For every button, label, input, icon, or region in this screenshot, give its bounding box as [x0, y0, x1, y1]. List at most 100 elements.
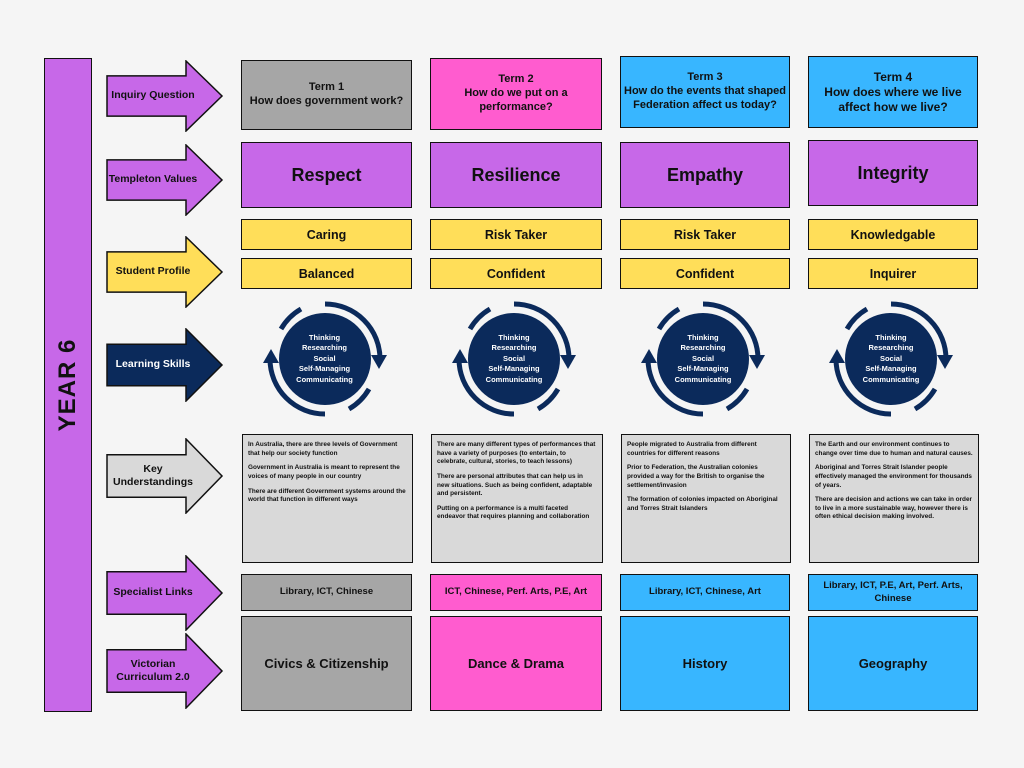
- skill-item: Researching: [680, 343, 726, 353]
- trait-bottom-term-1: Balanced: [241, 258, 412, 289]
- trait-top-term-4: Knowledgable: [808, 219, 978, 250]
- skill-item: Thinking: [498, 332, 530, 342]
- specialist-links-term-4: Library, ICT, P.E, Art, Perf. Arts, Chin…: [808, 574, 978, 611]
- cycle-arrows-icon: [641, 301, 765, 417]
- key-understanding-item: Putting on a performance is a multi face…: [437, 504, 590, 521]
- cycle-arrows-icon: [262, 301, 387, 417]
- skill-item: Thinking: [687, 332, 719, 342]
- arrow-shape: [106, 236, 224, 308]
- skill-item: Researching: [301, 343, 348, 353]
- row-arrow-inquiry: Inquiry Question: [106, 60, 224, 132]
- cycle-arrows-icon: [452, 301, 576, 417]
- term-title: Term 4: [873, 69, 913, 84]
- skill-item: Researching: [868, 343, 914, 353]
- arrow-shape: [106, 144, 224, 216]
- key-understandings-term-1: In Australia, there are three levels of …: [242, 434, 413, 563]
- row-label-key: Key Understandings: [113, 462, 193, 488]
- specialist-links-term-3: Library, ICT, Chinese, Art: [620, 574, 790, 611]
- curriculum-subject-term-1: Civics & Citizenship: [241, 616, 412, 711]
- specialist-links-term-1: Library, ICT, Chinese: [241, 574, 412, 611]
- row-arrow-skills: Learning Skills: [106, 328, 224, 402]
- trait-top-term-1: Caring: [241, 219, 412, 250]
- trait-bottom-term-4: Inquirer: [808, 258, 978, 289]
- inquiry-question: How do the events that shaped Federation…: [624, 85, 786, 111]
- inquiry-cell-term-4: Term 4 How does where we live affect how…: [808, 56, 978, 128]
- row-label-values: Templeton Values: [108, 173, 198, 186]
- key-understanding-item: There are personal attributes that can h…: [437, 472, 593, 498]
- year-banner: YEAR 6: [44, 58, 92, 712]
- curriculum-subject-term-3: History: [620, 616, 790, 711]
- value-cell-term-2: Resilience: [430, 142, 602, 208]
- skill-item: Self-Managing: [865, 364, 917, 374]
- row-label-profile: Student Profile: [115, 265, 191, 278]
- row-arrow-values: Templeton Values: [106, 144, 224, 216]
- skill-item: Communicating: [674, 374, 732, 384]
- year-label: YEAR 6: [54, 338, 81, 432]
- value-cell-term-1: Respect: [241, 142, 412, 208]
- key-understanding-item: People migrated to Australia from differ…: [627, 441, 757, 457]
- term-title: Term 3: [687, 71, 723, 84]
- skill-item: Communicating: [485, 374, 543, 384]
- trait-bottom-term-2: Confident: [430, 258, 602, 289]
- key-understandings-term-3: People migrated to Australia from differ…: [621, 434, 791, 563]
- trait-top-term-2: Risk Taker: [430, 219, 602, 250]
- arrow-shape: [106, 633, 224, 709]
- cycle-arrows-icon: [829, 301, 953, 417]
- inquiry-question: How does where we live affect how we liv…: [824, 84, 962, 114]
- skill-item: Self-Managing: [488, 364, 540, 374]
- key-understandings-term-4: The Earth and our environment continues …: [809, 434, 979, 563]
- inquiry-cell-term-2: Term 2 How do we put on a performance?: [430, 58, 602, 130]
- skill-item: Social: [879, 353, 903, 363]
- curriculum-subject-term-2: Dance & Drama: [430, 616, 602, 711]
- skill-item: Communicating: [296, 374, 353, 384]
- skill-item: Communicating: [862, 374, 920, 384]
- key-understandings-term-2: There are many different types of perfor…: [431, 434, 603, 563]
- row-label-specialist: Specialist Links: [113, 586, 193, 599]
- arrow-shape: [106, 60, 224, 132]
- key-understanding-item: Government in Australia is meant to repr…: [248, 464, 400, 480]
- arrow-shape: [106, 328, 224, 402]
- skill-item: Self-Managing: [677, 364, 729, 374]
- trait-bottom-term-3: Confident: [620, 258, 790, 289]
- inquiry-cell-term-3: Term 3 How do the events that shaped Fed…: [620, 56, 790, 128]
- row-arrow-key: Key Understandings: [106, 438, 224, 514]
- value-cell-term-3: Empathy: [620, 142, 790, 208]
- value-cell-term-4: Integrity: [808, 140, 978, 206]
- row-label-curriculum: Victorian Curriculum 2.0: [116, 657, 190, 683]
- skill-item: Social: [502, 353, 526, 363]
- inquiry-cell-term-1: Term 1 How does government work?: [241, 60, 412, 130]
- inquiry-question: How does government work?: [249, 95, 404, 107]
- trait-top-term-3: Risk Taker: [620, 219, 790, 250]
- skill-item: Social: [313, 353, 336, 363]
- row-label-inquiry: Inquiry Question: [111, 89, 195, 102]
- key-understanding-item: Prior to Federation, the Australian colo…: [627, 464, 765, 489]
- term-title: Term 1: [308, 81, 345, 94]
- key-understanding-item: There are different Government systems a…: [248, 487, 406, 504]
- key-understanding-item: There are many different types of perfor…: [437, 441, 596, 466]
- skill-item: Thinking: [308, 332, 341, 342]
- inquiry-question: How do we put on a performance?: [464, 87, 568, 113]
- specialist-links-term-2: ICT, Chinese, Perf. Arts, P.E, Art: [430, 574, 602, 611]
- skill-item: Self-Managing: [298, 364, 351, 374]
- curriculum-subject-term-4: Geography: [808, 616, 978, 711]
- key-understanding-item: There are decision and actions we can ta…: [815, 496, 972, 521]
- row-label-skills: Learning Skills: [115, 358, 191, 371]
- term-title: Term 2: [498, 73, 534, 86]
- row-arrow-profile: Student Profile: [106, 236, 224, 308]
- key-understanding-item: The Earth and our environment continues …: [815, 441, 973, 457]
- key-understanding-item: Aboriginal and Torres Strait Islander pe…: [815, 464, 972, 489]
- skill-item: Researching: [491, 343, 537, 353]
- skill-item: Social: [691, 353, 715, 363]
- arrow-shape: [106, 438, 224, 514]
- arrow-shape: [106, 555, 224, 631]
- row-arrow-specialist: Specialist Links: [106, 555, 224, 631]
- key-understanding-item: The formation of colonies impacted on Ab…: [627, 496, 778, 512]
